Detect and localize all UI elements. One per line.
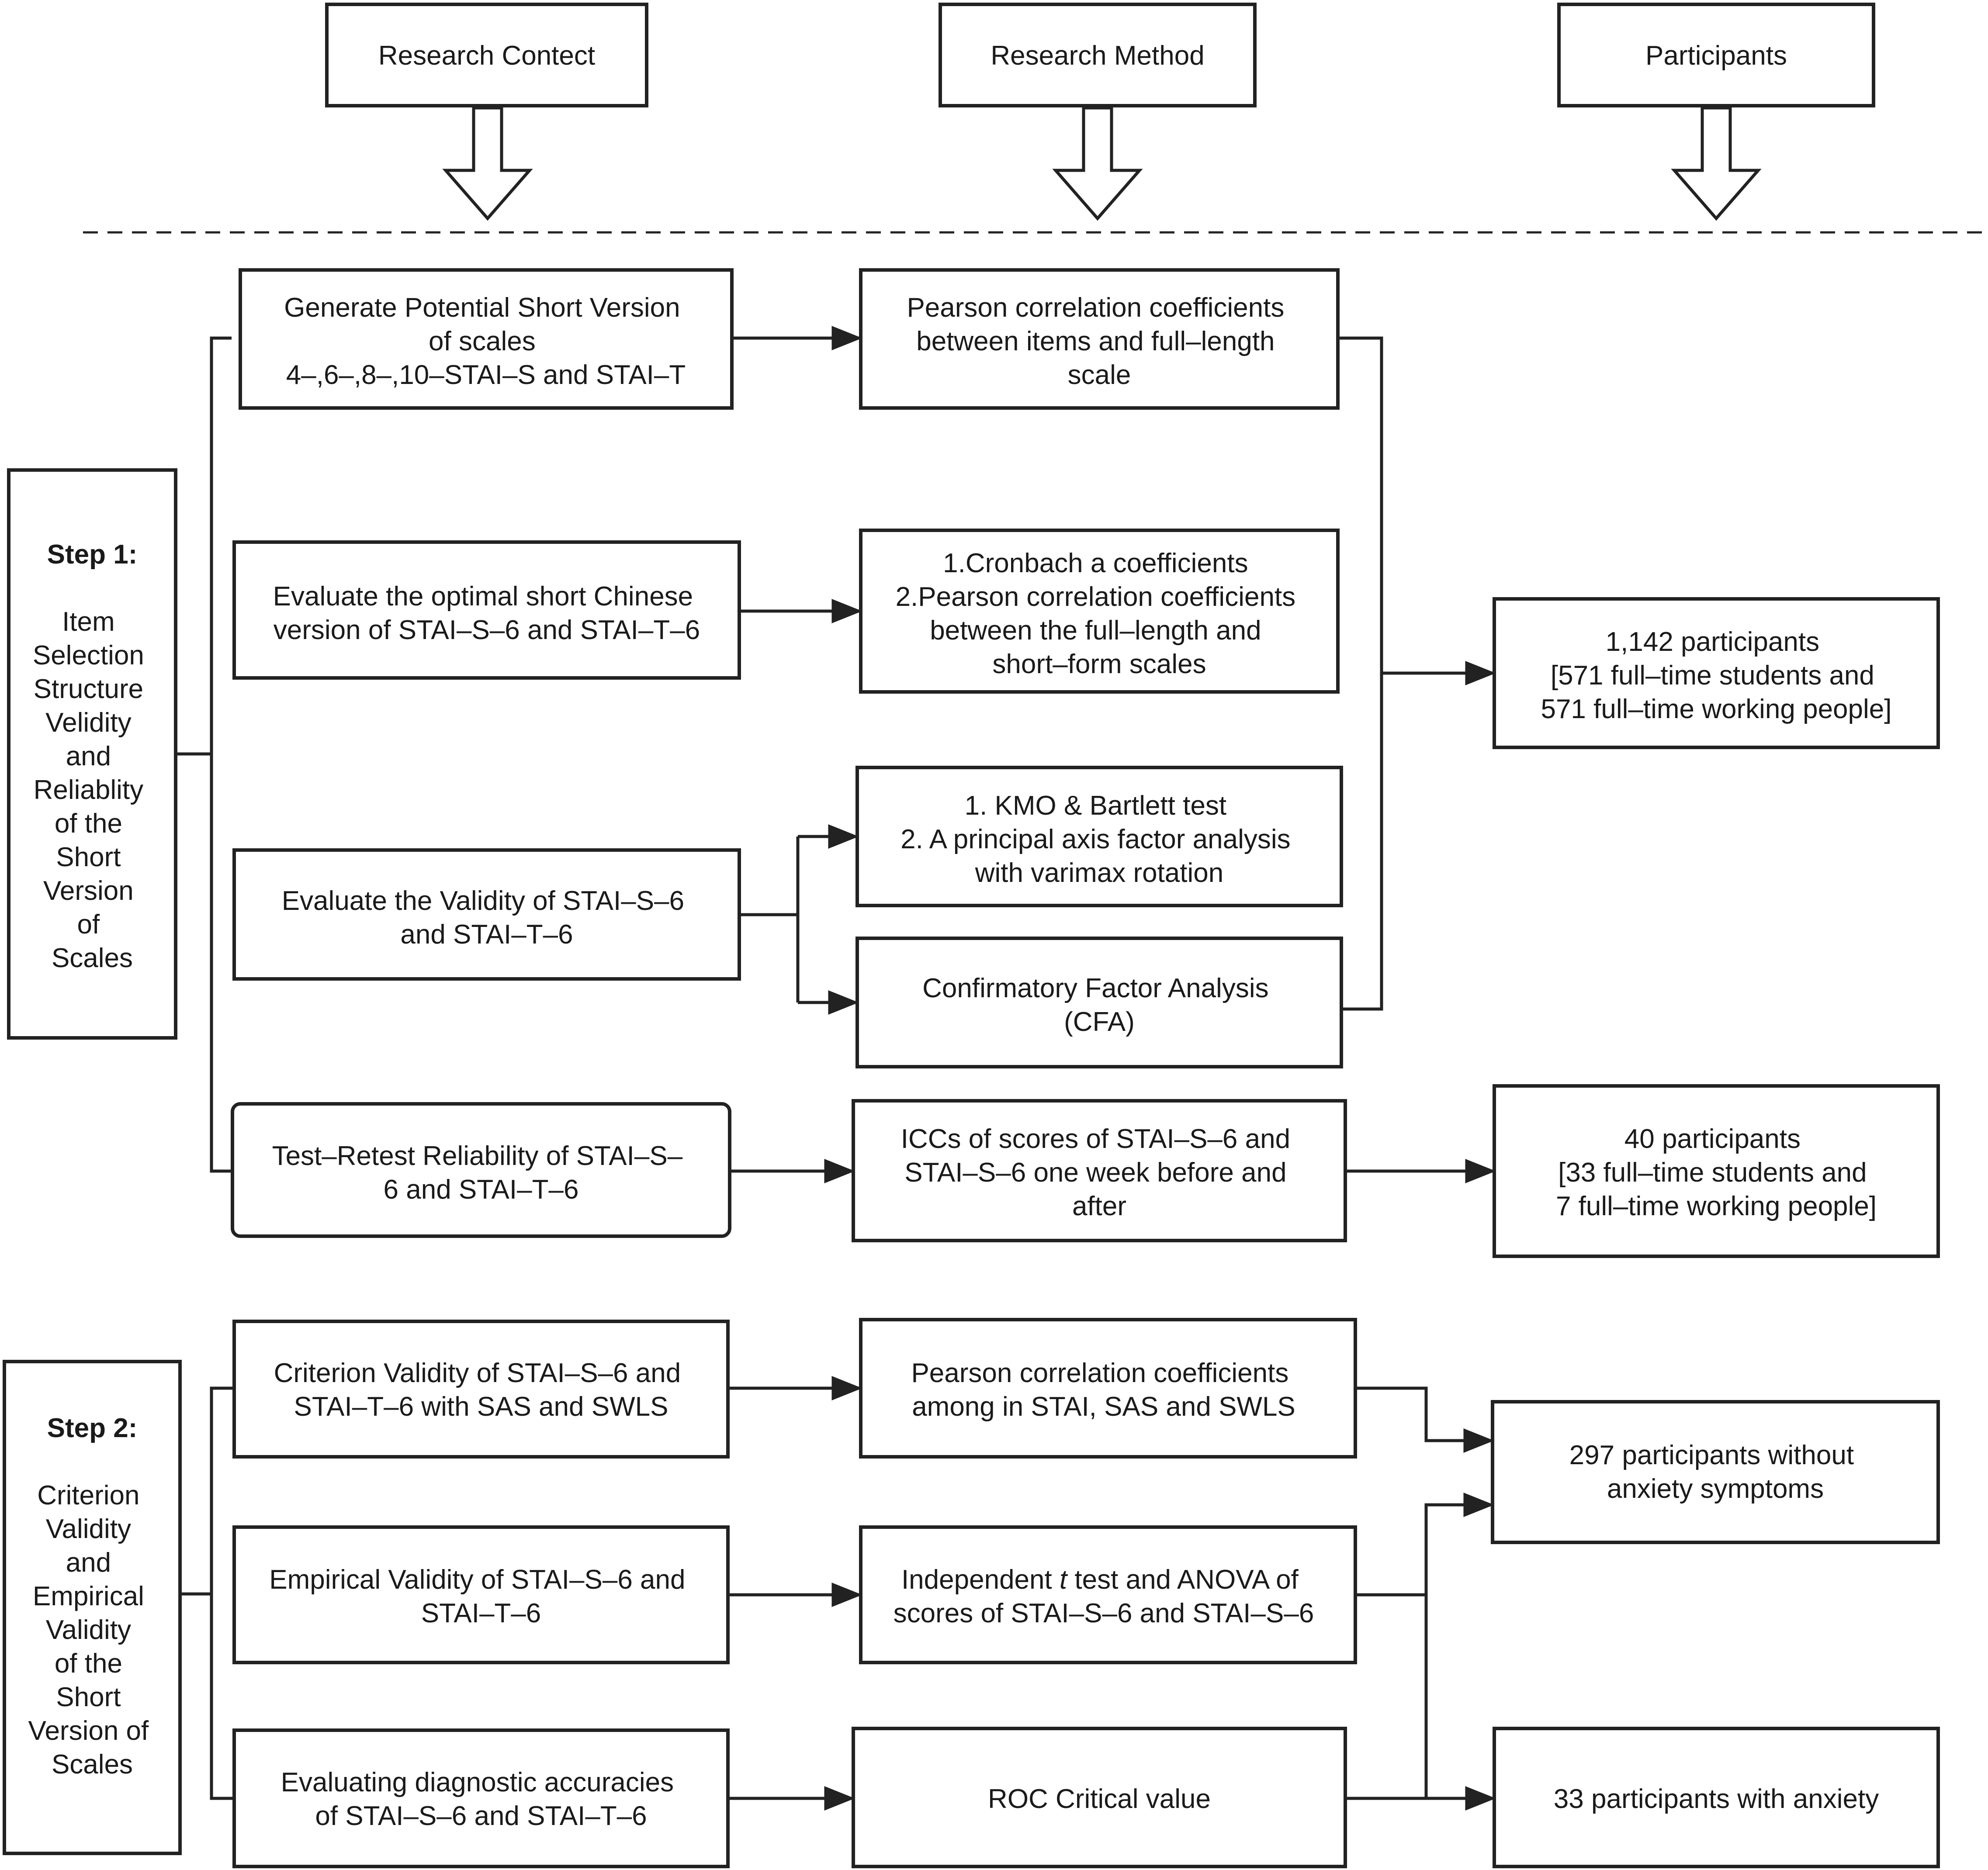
- header-research-method: Research Method: [939, 3, 1257, 107]
- step1-method-1-text: Pearson correlation coefficients between…: [907, 293, 1292, 390]
- step1-participants-1-text: 1,142 participants [571 full–time studen…: [1541, 627, 1891, 724]
- step1-method-box-5: ICCs of scores of STAI–S–6 and STAI–S–6 …: [852, 1099, 1347, 1242]
- step1-method-5-text: ICCs of scores of STAI–S–6 and STAI–S–6 …: [901, 1124, 1298, 1221]
- step2-content-2-text: Empirical Validity of STAI–S–6 and STAI–…: [269, 1565, 693, 1628]
- step1-side-box: Step 1: Item Selection Structure Velidit…: [7, 468, 177, 1040]
- arrow-s2-merge-participants1: [1424, 1493, 1494, 1595]
- header-down-arrow-content: [442, 106, 533, 221]
- step2-content-box-1: Criterion Validity of STAI–S–6 and STAI–…: [232, 1320, 730, 1459]
- step2-content-box-2: Empirical Validity of STAI–S–6 and STAI–…: [232, 1525, 730, 1664]
- step1-content-box-1: Generate Potential Short Version of scal…: [239, 268, 734, 410]
- header-research-content-label: Research Contect: [378, 41, 595, 71]
- step1-participants-2-text: 40 participants [33 full–time students a…: [1556, 1124, 1877, 1221]
- connector-s2-method2-merge: [1355, 1593, 1428, 1798]
- step1-bracket: [210, 336, 232, 1173]
- step1-method-box-4: Confirmatory Factor Analysis (CFA): [855, 937, 1343, 1068]
- connector-s1-method1-merge: [1338, 336, 1383, 1011]
- step2-content-box-3: Evaluating diagnostic accuracies of STAI…: [232, 1728, 730, 1868]
- step1-side-text: Item Selection Structure Velidity and Re…: [33, 607, 152, 973]
- step1-content-3-text: Evaluate the Validity of STAI–S–6 and ST…: [282, 886, 692, 950]
- step2-side-text: Criterion Validity and Empirical Validit…: [28, 1480, 156, 1780]
- step1-method-box-2: 1.Cronbach a coefficients 2.Pearson corr…: [859, 529, 1340, 694]
- step2-side-box: Step 2: Criterion Validity and Empirical…: [3, 1360, 182, 1855]
- header-research-method-label: Research Method: [991, 41, 1204, 71]
- step2-method-box-3: ROC Critical value: [852, 1727, 1347, 1868]
- step1-participants-box-1: 1,142 participants [571 full–time studen…: [1493, 597, 1940, 749]
- step1-content-box-3: Evaluate the Validity of STAI–S–6 and ST…: [232, 848, 741, 981]
- step1-method-box-3: 1. KMO & Bartlett test 2. A principal ax…: [855, 766, 1343, 907]
- step2-content-3-text: Evaluating diagnostic accuracies of STAI…: [281, 1767, 682, 1831]
- step2-method-3-text: ROC Critical value: [988, 1784, 1211, 1814]
- header-participants-label: Participants: [1645, 41, 1787, 71]
- step2-participants-box-2: 33 participants with anxiety: [1493, 1727, 1940, 1868]
- step1-content-box-2: Evaluate the optimal short Chinese versi…: [232, 540, 741, 680]
- step2-method-1-text: Pearson correlation coefficients among i…: [911, 1358, 1296, 1422]
- arrow-s2-method1-participants1: [1355, 1386, 1494, 1453]
- step1-content-box-4: Test–Retest Reliability of STAI–S– 6 and…: [231, 1102, 731, 1238]
- step2-participants-box-1: 297 participants without anxiety symptom…: [1491, 1400, 1940, 1544]
- step1-method-2-text: 1.Cronbach a coefficients 2.Pearson corr…: [896, 548, 1303, 679]
- step2-bracket: [210, 1386, 234, 1800]
- step2-title: Step 2:: [47, 1413, 138, 1443]
- step1-title: Step 1:: [47, 539, 138, 570]
- header-down-arrow-participants: [1671, 106, 1762, 221]
- step2-participants-2-text: 33 participants with anxiety: [1554, 1784, 1879, 1814]
- step1-content-1-text: Generate Potential Short Version of scal…: [284, 293, 688, 390]
- header-down-arrow-method: [1052, 106, 1143, 221]
- step1-content-2-text: Evaluate the optimal short Chinese versi…: [273, 581, 701, 645]
- step1-method-3-text: 1. KMO & Bartlett test 2. A principal ax…: [900, 791, 1298, 888]
- step2-content-1-text: Criterion Validity of STAI–S–6 and STAI–…: [274, 1358, 689, 1422]
- step1-participants-box-2: 40 participants [33 full–time students a…: [1493, 1084, 1940, 1258]
- step2-participants-1-text: 297 participants without anxiety symptom…: [1569, 1440, 1862, 1504]
- header-participants: Participants: [1557, 3, 1875, 107]
- step1-method-box-1: Pearson correlation coefficients between…: [859, 268, 1340, 410]
- step1-content-4-text: Test–Retest Reliability of STAI–S– 6 and…: [272, 1141, 690, 1205]
- header-research-content: Research Contect: [325, 3, 648, 107]
- step1-method-4-text: Confirmatory Factor Analysis (CFA): [922, 973, 1276, 1037]
- step2-method-box-1: Pearson correlation coefficients among i…: [859, 1318, 1357, 1459]
- step2-method-box-2: Independent t test and ANOVA of scores o…: [859, 1525, 1357, 1664]
- step2-method-2-text: Independent t test and ANOVA of scores o…: [894, 1565, 1314, 1628]
